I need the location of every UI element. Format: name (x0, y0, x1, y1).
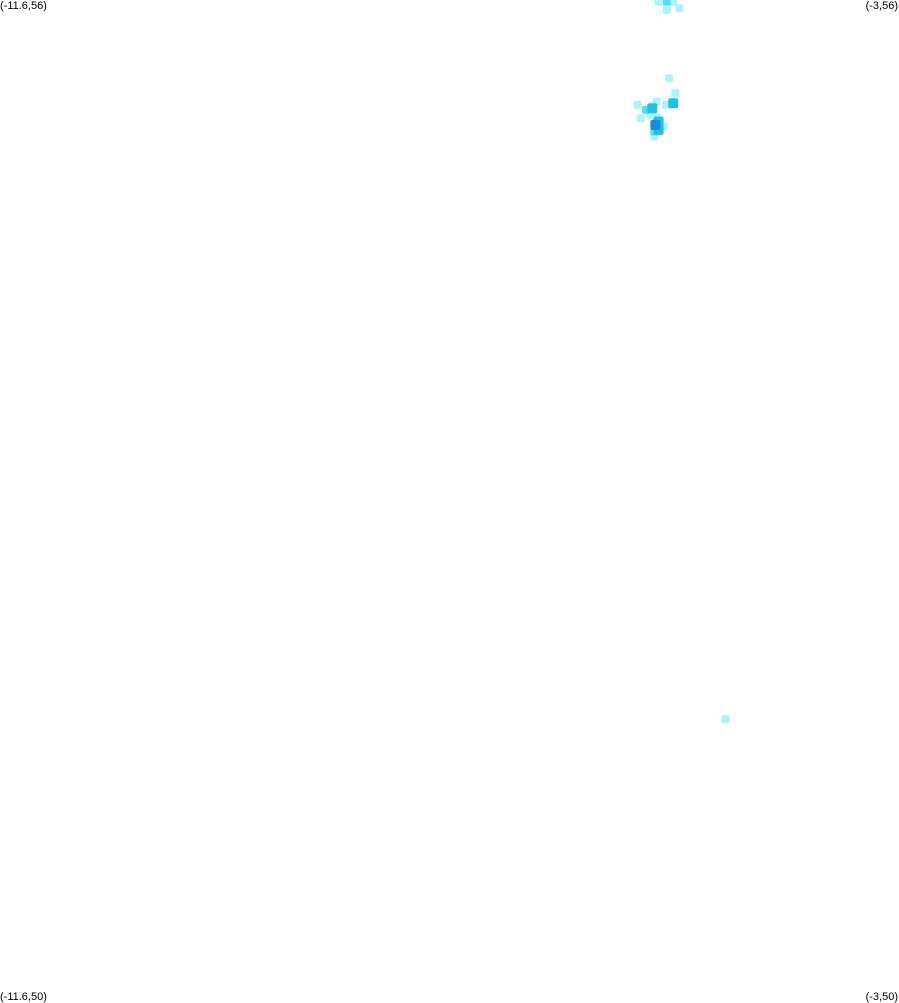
heatmap-cell (662, 6, 671, 14)
heatmap-cell (671, 89, 680, 98)
heatmap-cell (654, 0, 663, 6)
heatmap-cell (669, 0, 678, 6)
heatmap-cell (650, 119, 661, 130)
corner-label-bottom-left: (-11.6,50) (0, 991, 47, 1003)
heatmap-cells (633, 0, 730, 724)
heatmap-cell (636, 114, 645, 123)
heatmap-cell (721, 715, 730, 724)
heatmap-cell (668, 98, 679, 109)
corner-label-top-right: (-3,56) (865, 0, 898, 12)
heatmap-cell (661, 100, 670, 109)
heatmap-cell (675, 4, 684, 13)
heatmap-cell (665, 74, 673, 83)
heatmap-cell (647, 103, 658, 114)
heatmap-cell (633, 100, 642, 109)
heatmap-cell (662, 0, 671, 6)
corner-label-top-left: (-11.6,56) (0, 0, 47, 12)
corner-label-bottom-right: (-3,50) (865, 991, 898, 1003)
